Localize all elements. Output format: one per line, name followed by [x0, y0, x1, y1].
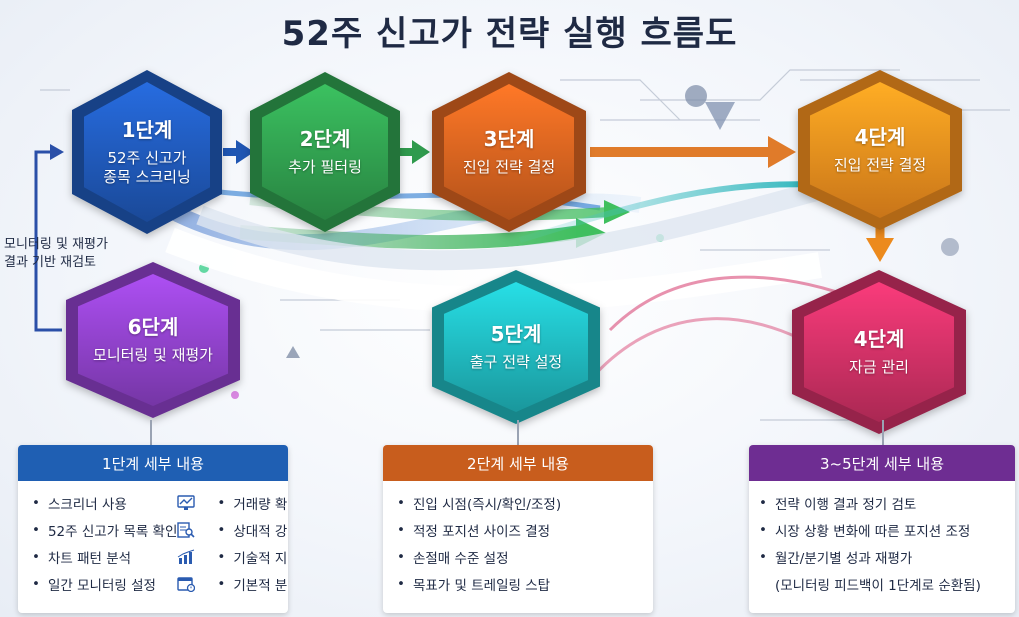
step-label: 3단계: [483, 127, 535, 152]
arrow-head: [866, 238, 894, 262]
arrow-head: [412, 140, 430, 164]
detail-item: • 적정 포지션 사이즈 결정: [397, 516, 643, 543]
detail-item-label: 일간 모니터링 설정: [47, 577, 156, 594]
detail-panel-step3-5: 3~5단계 세부 내용 • 전략 이행 결과 정기 검토 • 시장 상황 변화에 따른…: [749, 445, 1015, 613]
detail-item: • 손절매 수준 설정: [397, 543, 643, 570]
bullet: •: [397, 494, 405, 511]
detail-item-label: 기술적 지표 확인: [233, 550, 288, 567]
bullet: •: [759, 521, 767, 538]
detail-item-label: 전략 이행 결과 정기 검토: [774, 496, 917, 513]
detail-item-label: 적정 포지션 사이즈 결정: [412, 523, 551, 540]
bullet: •: [217, 548, 226, 565]
calendar-icon: [177, 576, 196, 592]
detail-item-label: 상대적 강도 분석: [233, 523, 288, 540]
detail-item: • 52주 신고가 목록 확인: [32, 516, 203, 543]
detail-item: • 시장 상황 변화에 따른 포지션 조정: [759, 516, 1005, 543]
detail-item-label: 월간/분기별 성과 재평가: [774, 550, 913, 567]
bullet: •: [397, 575, 405, 592]
detail-item: • 기본적 분석 병행: [217, 570, 288, 597]
step-label: 2단계: [299, 127, 351, 152]
arrow-head: [236, 140, 254, 164]
bullet: •: [397, 548, 405, 565]
detail-panel-step1: 1단계 세부 내용 • 스크리너 사용 • 52주 신고가 목록 확인 • 차트 패턴 분…: [18, 445, 288, 613]
step-description: 출구 전략 설정: [469, 353, 563, 372]
feedback-note: 모니터링 및 재평가 결과 기반 재검토: [4, 236, 108, 271]
arrow-head: [768, 136, 796, 168]
panel-header: 2단계 세부 내용: [383, 445, 653, 481]
detail-item-label: 스크리너 사용: [47, 496, 127, 513]
step-description: 모니터링 및 재평가: [93, 346, 213, 365]
bullet: •: [759, 494, 767, 511]
list-search-icon: [177, 521, 195, 538]
detail-item: • 스크리너 사용: [32, 489, 203, 516]
monitor-chart-icon: [177, 494, 196, 511]
feedback-arrow: [34, 150, 62, 332]
bullet: •: [397, 521, 405, 538]
detail-item: • 차트 패턴 분석: [32, 543, 203, 570]
step-description: 종목 스크리닝: [103, 167, 191, 186]
bullet: •: [32, 521, 40, 538]
detail-item: • 전략 이행 결과 정기 검토: [759, 489, 1005, 516]
bullet: •: [32, 575, 40, 592]
bullet: •: [217, 521, 226, 538]
detail-item-label: 목표가 및 트레일링 스탑: [412, 577, 551, 594]
detail-item: • 일간 모니터링 설정: [32, 570, 203, 597]
detail-item-label: 손절매 수준 설정: [412, 550, 509, 567]
detail-item-label: 52주 신고가 목록 확인: [47, 523, 178, 540]
detail-item: • 진입 시점(즉시/확인/조정): [397, 489, 643, 516]
step-label: 4단계: [854, 125, 906, 150]
bullet: •: [759, 548, 767, 565]
detail-item-label: 거래량 확인: [233, 496, 288, 513]
detail-panel-step2: 2단계 세부 내용 • 진입 시점(즉시/확인/조정) • 적정 포지션 사이즈 결정…: [383, 445, 653, 613]
step-description: 진입 전략 결정: [462, 158, 556, 177]
step-description: 52주 신고가: [107, 148, 187, 167]
detail-item-label: 진입 시점(즉시/확인/조정): [412, 496, 562, 513]
bullet: •: [32, 548, 40, 565]
bullet: •: [217, 494, 226, 511]
feedback-note-line: 결과 기반 재검토: [4, 254, 96, 270]
step-label: 1단계: [121, 117, 173, 142]
detail-item: • 상대적 강도 분석: [217, 516, 288, 543]
step-description: 추가 필터링: [288, 158, 362, 177]
detail-item: •(모니터링 피드백이 1단계로 순환됨): [759, 570, 1005, 597]
bullet: •: [32, 494, 40, 511]
step-description: 진입 전략 결정: [833, 156, 927, 175]
detail-item: • 목표가 및 트레일링 스탑: [397, 570, 643, 597]
detail-item-label: 시장 상황 변화에 따른 포지션 조정: [774, 523, 971, 540]
detail-item-label: (모니터링 피드백이 1단계로 순환됨): [774, 577, 981, 594]
feedback-note-line: 모니터링 및 재평가: [4, 237, 108, 252]
step-label: 5단계: [490, 322, 542, 347]
detail-item: • 기술적 지표 확인: [217, 543, 288, 570]
detail-item-label: 기본적 분석 병행: [233, 577, 288, 594]
panel-header: 3~5단계 세부 내용: [749, 445, 1015, 481]
step-label: 4단계: [853, 327, 905, 352]
deco-circle: [685, 85, 707, 107]
step-label: 6단계: [127, 315, 179, 340]
detail-item: • 월간/분기별 성과 재평가: [759, 543, 1005, 570]
deco-triangle: [286, 346, 300, 358]
step-description: 자금 관리: [849, 358, 909, 377]
detail-item-label: 차트 패턴 분석: [47, 550, 132, 567]
deco-triangle: [705, 102, 735, 130]
bullet: •: [217, 575, 226, 592]
bar-chart-icon: [177, 549, 195, 565]
detail-item: • 거래량 확인: [217, 489, 288, 516]
page-title: 52주 신고가 전략 실행 흐름도: [281, 14, 738, 54]
deco-circle: [941, 238, 959, 256]
panel-header: 1단계 세부 내용: [18, 445, 288, 481]
